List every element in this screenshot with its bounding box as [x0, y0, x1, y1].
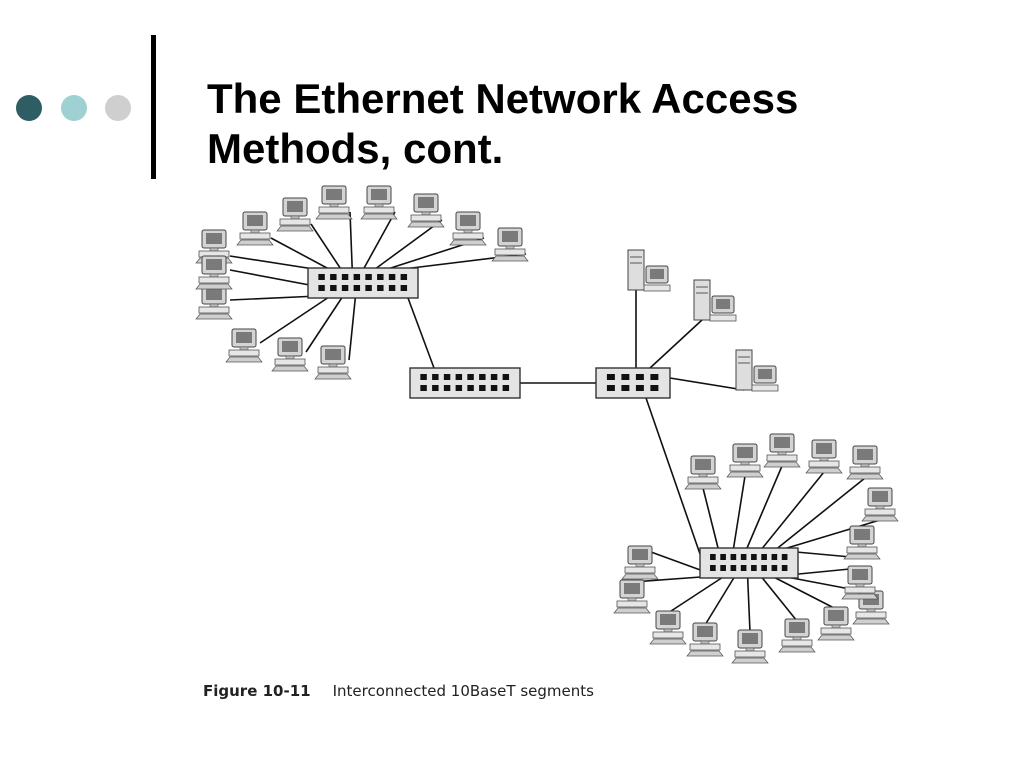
tl-workstation-8-computer-icon	[491, 227, 529, 262]
workstation-cable-br-13	[771, 575, 837, 610]
br-workstation-4-computer-icon	[805, 439, 843, 474]
workstation-cable-tl-11	[305, 295, 344, 353]
server-2-server-icon	[693, 279, 737, 322]
br-workstation-3-computer-icon	[763, 433, 801, 468]
workstation-cable-br-2	[732, 475, 746, 551]
bullet-dot-teal	[61, 95, 87, 121]
br-workstation-1-computer-icon	[684, 455, 722, 490]
workstation-cable-tl-2	[270, 237, 332, 271]
workstation-cable-br-12	[760, 575, 798, 622]
workstation-cable-br-10	[704, 575, 736, 626]
hub-bottom-right-hub-icon	[699, 547, 799, 579]
server-3-server-icon	[735, 349, 779, 392]
workstation-cable-tl-9	[229, 295, 319, 301]
workstation-cable-tl-4	[349, 211, 354, 271]
br-workstation-2-computer-icon	[726, 443, 764, 478]
bullet-dot-gray	[105, 95, 131, 121]
slide-title-line-2: Methods, cont.	[207, 125, 504, 172]
tl-workstation-4-computer-icon	[315, 185, 353, 220]
network-devices	[195, 185, 899, 664]
br-workstation-10-computer-icon	[686, 622, 724, 657]
tl-workstation-11-computer-icon	[271, 337, 309, 372]
br-workstation-9-computer-icon	[649, 610, 687, 645]
slide-title: The Ethernet Network Access Methods, con…	[207, 74, 987, 174]
br-workstation-11-computer-icon	[731, 629, 769, 664]
figure-label: Figure 10-11	[203, 682, 311, 700]
title-divider-bar	[151, 35, 156, 179]
backbone-cable-1	[407, 297, 435, 369]
slide-bullet-dots	[16, 95, 134, 121]
workstation-cable-br-9	[667, 575, 726, 614]
br-workstation-12-computer-icon	[778, 618, 816, 653]
hub-right-hub-icon	[595, 367, 671, 399]
hub-center-hub-icon	[409, 367, 521, 399]
workstation-cable-tl-1	[229, 255, 321, 271]
tl-workstation-6-computer-icon	[407, 193, 445, 228]
workstation-cable-br-4	[760, 471, 825, 551]
workstation-cable-br-6	[780, 519, 881, 551]
workstation-cable-tl-12	[348, 295, 357, 361]
br-workstation-15-computer-icon	[841, 565, 879, 600]
br-workstation-13-computer-icon	[817, 606, 855, 641]
server-cable-3	[669, 377, 745, 391]
br-workstation-8-computer-icon	[613, 579, 651, 614]
figure-caption-text: Interconnected 10BaseT segments	[332, 682, 594, 700]
tl-workstation-12-computer-icon	[314, 345, 352, 380]
tl-workstation-7-computer-icon	[449, 211, 487, 246]
workstation-cable-tl-6	[373, 219, 443, 271]
workstation-cable-tl-3	[310, 223, 343, 271]
slide-title-line-1: The Ethernet Network Access	[207, 75, 799, 122]
figure-caption: Figure 10-11 Interconnected 10BaseT segme…	[203, 680, 594, 702]
tl-workstation-2-computer-icon	[236, 211, 274, 246]
backbone-cable-3	[645, 397, 701, 555]
workstation-cable-tl-10	[259, 295, 331, 344]
tl-workstation-5-computer-icon	[360, 185, 398, 220]
workstation-cable-br-3	[745, 465, 783, 551]
br-workstation-16-computer-icon	[621, 545, 659, 580]
server-cable-2	[649, 319, 703, 369]
server-1-server-icon	[627, 249, 671, 292]
br-workstation-7-computer-icon	[843, 525, 881, 560]
tl-workstation-13-computer-icon	[195, 255, 233, 290]
tl-workstation-3-computer-icon	[276, 197, 314, 232]
hub-top-left-hub-icon	[307, 267, 419, 299]
tl-workstation-9-computer-icon	[195, 285, 233, 320]
br-workstation-6-computer-icon	[861, 487, 899, 522]
workstation-cable-br-11	[746, 575, 751, 633]
workstation-cable-br-1	[702, 487, 720, 551]
bullet-dot-dark	[16, 95, 42, 121]
workstation-cable-br-5	[774, 477, 866, 551]
br-workstation-5-computer-icon	[846, 445, 884, 480]
workstation-cable-tl-5	[362, 211, 396, 271]
network-diagram	[195, 185, 899, 664]
tl-workstation-10-computer-icon	[225, 328, 263, 363]
